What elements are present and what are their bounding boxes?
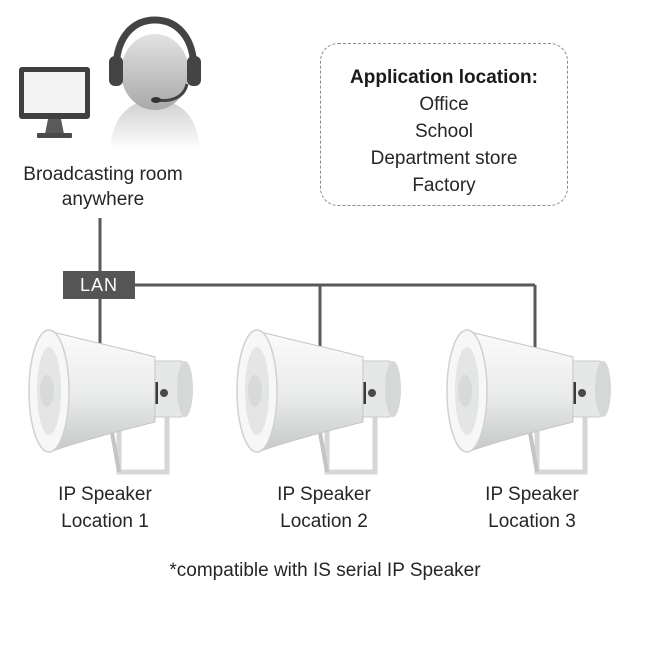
speaker-type-label: IP Speaker xyxy=(58,484,152,505)
ip-speaker-icon xyxy=(237,330,401,472)
application-location-item: Department store xyxy=(370,148,518,169)
speaker-location-label: Location 1 xyxy=(61,511,149,532)
speaker-label-3: IP Speaker Location 3 xyxy=(437,481,627,535)
ip-speaker-icon xyxy=(447,330,611,472)
speaker-location-label: Location 3 xyxy=(488,511,576,532)
computer-monitor-icon xyxy=(19,67,90,138)
speaker-label-1: IP Speaker Location 1 xyxy=(10,481,200,535)
broadcasting-room-label: Broadcasting room anywhere xyxy=(0,162,206,212)
application-location-item: School xyxy=(414,121,474,142)
compatibility-footnote: *compatible with IS serial IP Speaker xyxy=(169,560,481,581)
broadcasting-room-line1: Broadcasting room xyxy=(23,164,183,185)
broadcasting-room-line2: anywhere xyxy=(61,189,145,210)
speaker-label-2: IP Speaker Location 2 xyxy=(229,481,419,535)
ip-speaker-icon xyxy=(29,330,193,472)
application-location-title: Application location: xyxy=(350,67,538,88)
operator-headset-icon xyxy=(109,16,201,150)
application-location-item: Office xyxy=(419,94,469,115)
application-location-item: Factory xyxy=(412,175,476,196)
speaker-type-label: IP Speaker xyxy=(277,484,371,505)
speaker-type-label: IP Speaker xyxy=(485,484,579,505)
lan-badge: LAN xyxy=(63,271,135,299)
application-location-box: Application location: Office School Depa… xyxy=(320,43,568,206)
speaker-location-label: Location 2 xyxy=(280,511,368,532)
